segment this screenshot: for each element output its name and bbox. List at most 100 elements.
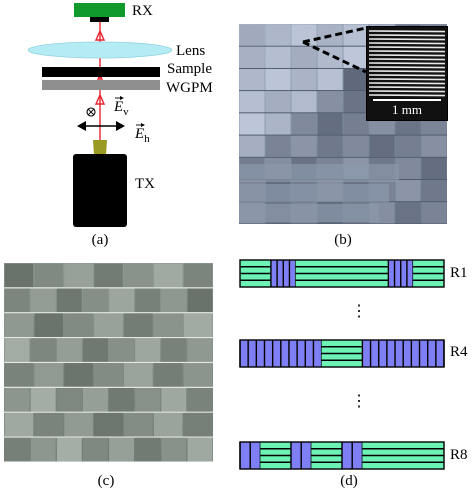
sample-block [4, 387, 30, 412]
inset-pointer [302, 26, 367, 74]
eh-subscript: h [144, 133, 150, 145]
caption-c: (c) [97, 473, 115, 489]
ev-subscript: v [123, 106, 129, 118]
sample-block [265, 113, 291, 135]
sample-block [4, 437, 30, 462]
rx-label: RX [132, 3, 153, 19]
sample-block [343, 91, 369, 113]
row-label-r8: R8 [450, 447, 468, 463]
sample-block [183, 313, 213, 338]
tx-body [73, 154, 127, 227]
sample-slab [42, 67, 160, 77]
sample-photo-b [239, 24, 447, 224]
sample-block [239, 24, 265, 46]
rx-detector [74, 3, 125, 17]
sample-photo-c [4, 263, 213, 462]
sample-label: Sample [167, 61, 212, 77]
sample-block [153, 263, 183, 288]
scale-bar-label: 1 mm [392, 102, 422, 117]
eh-label: Eh [135, 127, 150, 147]
sample-block [153, 363, 183, 387]
sample-block [265, 91, 291, 113]
sample-block [82, 288, 108, 313]
sample-block [94, 363, 123, 387]
sample-block [4, 338, 30, 362]
sample-block [30, 288, 56, 313]
sample-block [56, 387, 82, 412]
sample-block [109, 288, 135, 313]
sample-block [395, 202, 421, 224]
sample-block [183, 412, 213, 437]
sample-block [187, 288, 213, 313]
caption-b: (b) [334, 232, 352, 248]
sample-block [34, 313, 64, 338]
sample-block [64, 363, 93, 387]
sample-block [124, 263, 153, 288]
sample-block [82, 437, 108, 462]
caption-a: (a) [91, 232, 109, 248]
sample-block [30, 338, 56, 362]
wgpm-label: WGPM [166, 80, 213, 96]
sample-block [317, 135, 343, 157]
sample-block [343, 46, 369, 68]
sample-block [82, 387, 108, 412]
panel-d: R1 R4 R8 ⋮ ⋮ (d) [230, 256, 474, 493]
pattern-row [239, 441, 445, 470]
sample-block [265, 46, 291, 68]
sample-block [4, 363, 34, 387]
sample-block [395, 135, 421, 157]
sample-block [265, 135, 291, 157]
sample-block [64, 412, 93, 437]
sample-block [34, 412, 64, 437]
sample-block [109, 387, 135, 412]
sample-block [135, 387, 161, 412]
sample-block [153, 412, 183, 437]
sample-block [317, 113, 343, 135]
sample-block [265, 24, 291, 46]
inset-zoom: 1 mm [366, 26, 448, 121]
sample-block [64, 263, 93, 288]
sample-bar [239, 184, 389, 202]
row-patterns [239, 259, 445, 470]
sample-block [369, 135, 395, 157]
inset-grating [368, 30, 446, 97]
sample-block [109, 338, 135, 362]
sample-block [317, 91, 343, 113]
beam-arrow [94, 93, 106, 105]
sample-block [343, 113, 369, 135]
sample-bar [239, 164, 399, 182]
sample-block [153, 313, 183, 338]
sample-block [161, 387, 187, 412]
lens-label: Lens [176, 43, 206, 59]
sample-block [291, 46, 317, 68]
sample-block [30, 437, 56, 462]
sample-block [239, 68, 265, 91]
sample-block [4, 412, 34, 437]
beam-arrow [94, 29, 106, 41]
ev-symbol: E [114, 99, 124, 115]
row-label-r4: R4 [450, 344, 468, 360]
sample-block [183, 263, 213, 288]
sample-block [421, 180, 447, 202]
sample-block [34, 363, 64, 387]
sample-block [421, 202, 447, 224]
sample-block [124, 313, 153, 338]
sample-block [239, 135, 265, 157]
panel-c: (c) [4, 263, 213, 489]
ev-label: Ev [114, 100, 129, 120]
tx-label: TX [135, 176, 155, 192]
sample-block [124, 363, 153, 387]
sample-block [4, 263, 34, 288]
pattern-row [239, 259, 445, 288]
sample-block [161, 288, 187, 313]
sample-block [291, 91, 317, 113]
sample-block [291, 68, 317, 91]
panel-a: RX Lens Sample WGPM Ev Eh TX (a) [0, 0, 240, 250]
sample-block [187, 437, 213, 462]
ellipsis-1: ⋮ [351, 303, 367, 320]
sample-block [4, 288, 30, 313]
sample-block [94, 263, 123, 288]
sample-block [135, 288, 161, 313]
sample-block [421, 135, 447, 157]
sample-block [124, 412, 153, 437]
